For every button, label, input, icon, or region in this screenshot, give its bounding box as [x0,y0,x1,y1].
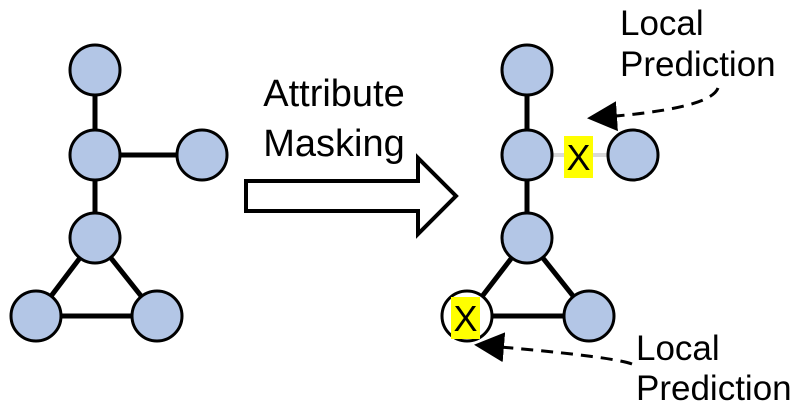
node-center [500,211,554,265]
masked-graph-edges [465,70,633,319]
node-mid [68,128,122,182]
node-bottom-right [130,289,184,343]
annotation-bottom-line1: Local [636,329,720,368]
node-bottom-left [9,289,63,343]
mask-highlight [451,297,480,339]
node-mid [500,128,554,182]
dashed-arrow-bottom [474,332,633,366]
top-local-prediction: Local Prediction [587,4,776,132]
node-side [175,128,229,182]
masked-graph: X X [440,43,660,343]
node-top [500,43,554,97]
node-mask-marker: X [451,297,480,339]
node-top [68,43,122,97]
node-center [68,211,122,265]
annotation-bottom-line2: Prediction [636,369,792,408]
block-arrow [244,153,459,239]
transform-arrow: Attribute Masking [244,73,459,239]
edge-mask-marker: X [564,136,593,178]
original-graph [9,43,229,343]
dashed-arrow-top [587,87,720,132]
mask-highlight [564,136,593,178]
transform-label-line1: Attribute [263,73,405,115]
mask-symbol: X [453,298,477,339]
original-graph-edges [34,70,202,319]
bottom-local-prediction: Local Prediction [474,329,792,408]
mask-symbol: X [566,137,590,178]
annotation-top-line1: Local [620,4,704,43]
node-side [606,128,660,182]
node-bottom-right [562,289,616,343]
masked-graph-nodes [440,43,660,343]
original-graph-nodes [9,43,229,343]
annotation-top-line2: Prediction [620,45,776,84]
transform-label-line2: Masking [263,123,405,165]
